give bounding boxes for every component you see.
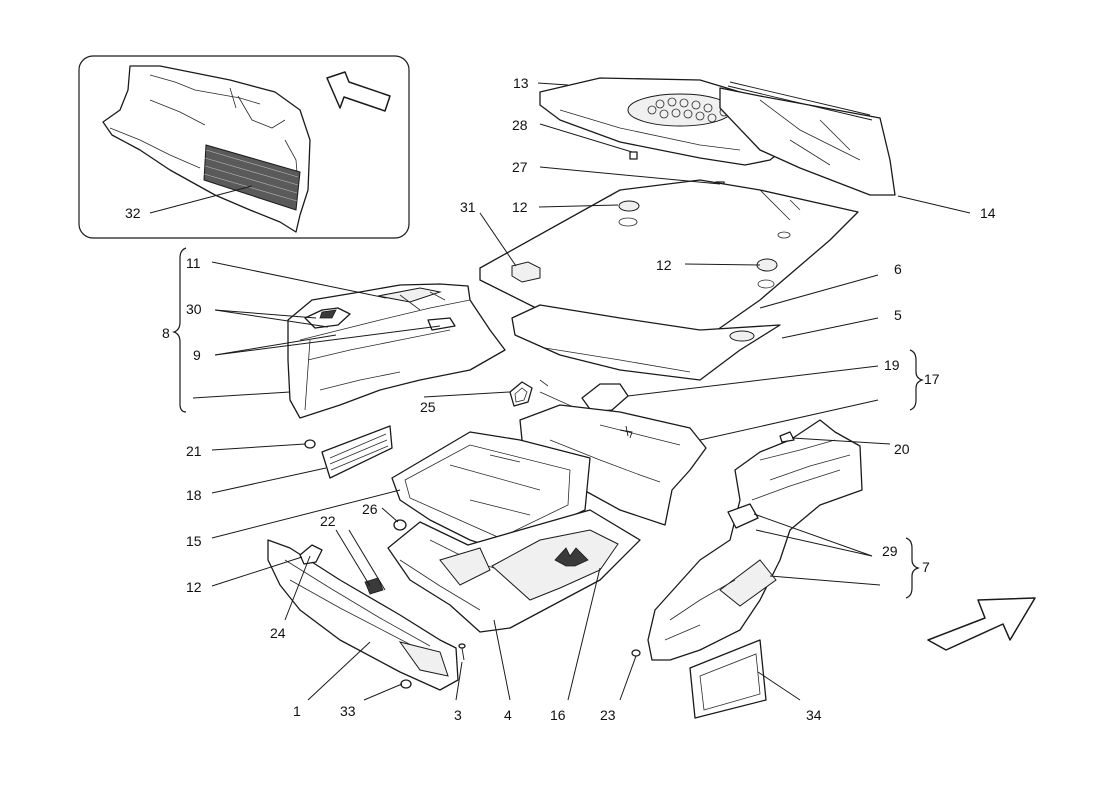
clip-20 [779, 431, 795, 443]
callout-8: 8 [162, 325, 170, 341]
callout-15: 15 [186, 533, 202, 549]
callout-33: 33 [340, 703, 356, 719]
callout-32: 32 [125, 205, 141, 221]
callout-29: 29 [882, 543, 898, 559]
inset-net-32 [203, 144, 301, 211]
cover-24 [299, 544, 323, 565]
pad-34 [689, 639, 767, 719]
callout-18: 18 [186, 487, 202, 503]
callout-27: 27 [512, 159, 528, 175]
callout-21: 21 [186, 443, 202, 459]
grille-22 [364, 577, 384, 595]
callout-9: 9 [193, 347, 201, 363]
callout-12-top: 12 [512, 199, 528, 215]
callout-16: 16 [550, 707, 566, 723]
screw-23 [631, 649, 641, 657]
vent-grille-18 [321, 425, 393, 479]
screw-3 [458, 643, 466, 661]
leader-lines [149, 82, 971, 701]
callout-31: 31 [460, 199, 476, 215]
callout-14: 14 [980, 205, 996, 221]
bracket-17 [909, 349, 924, 411]
clip-28 [629, 151, 638, 160]
callout-17: 17 [924, 371, 940, 387]
screw-33 [400, 679, 412, 689]
callout-4: 4 [504, 707, 512, 723]
callout-23: 23 [600, 707, 616, 723]
callout-12-low: 12 [186, 579, 202, 595]
trunk-board-5 [511, 304, 781, 381]
cover-30 [304, 307, 351, 329]
callout-22: 22 [320, 513, 336, 529]
direction-arrow [927, 597, 1036, 651]
callout-26: 26 [362, 501, 378, 517]
callout-5: 5 [894, 307, 902, 323]
bracket-8 [172, 247, 187, 413]
callout-6: 6 [894, 261, 902, 277]
clip-26 [393, 519, 407, 531]
left-side-trim-8 [287, 283, 506, 419]
callout-20: 20 [894, 441, 910, 457]
callout-13: 13 [513, 75, 529, 91]
callout-11: 11 [186, 255, 201, 271]
bracket-7 [905, 537, 920, 599]
rear-cover-14 [719, 81, 896, 196]
callout-labels: 13 28 27 12 31 12 14 6 5 19 17 20 29 7 3… [125, 75, 996, 723]
callout-12-mid: 12 [656, 257, 672, 273]
callout-25: 25 [420, 399, 436, 415]
callout-30: 30 [186, 301, 202, 317]
callout-19: 19 [884, 357, 900, 373]
callout-34: 34 [806, 707, 822, 723]
callout-3: 3 [454, 707, 462, 723]
inset-direction-arrow [326, 71, 391, 112]
cover-29 [727, 503, 759, 529]
callout-1: 1 [293, 703, 301, 719]
lower-trim-panel-1 [267, 539, 459, 691]
logo-mat-16 [491, 529, 619, 601]
callout-24: 24 [270, 625, 286, 641]
cover-25 [509, 381, 533, 407]
screw-21 [304, 439, 316, 449]
callout-28: 28 [512, 117, 528, 133]
inset-view [78, 55, 410, 239]
right-side-trim-7 [647, 419, 863, 661]
callout-7: 7 [922, 559, 930, 575]
